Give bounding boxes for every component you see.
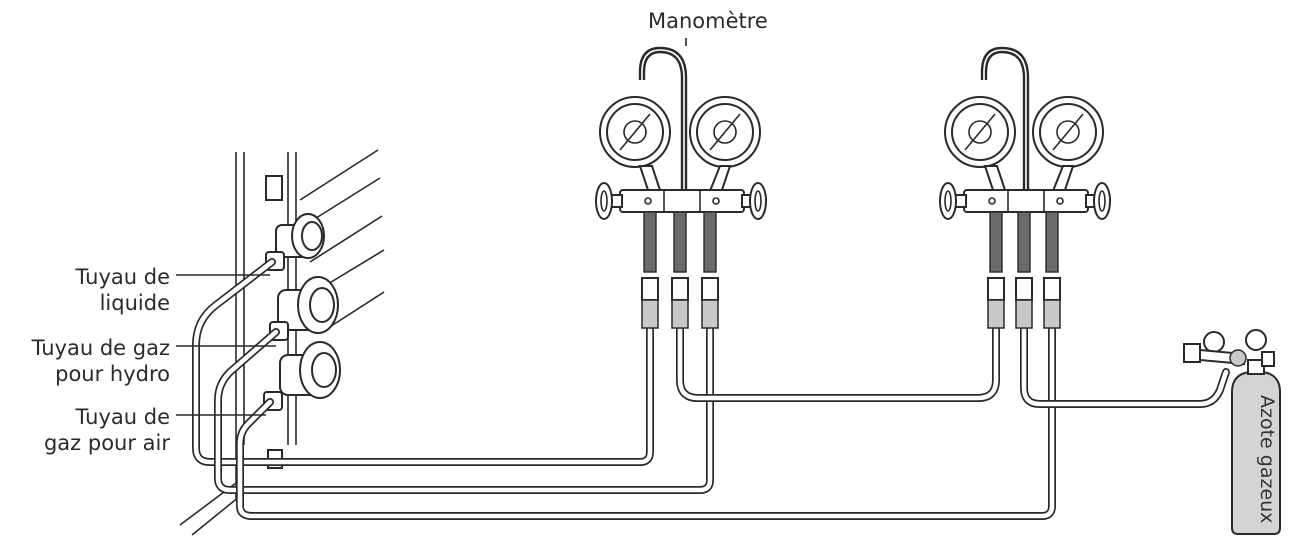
service-valve-gas-hydro <box>269 276 339 341</box>
nitrogen-cylinder <box>1183 329 1281 535</box>
manifold-gauge-1 <box>595 46 767 329</box>
pipe-gauge2-to-nitrogen <box>1020 326 1230 408</box>
gas-pipe-air-label-line1: Tuyau de <box>75 405 170 429</box>
service-valve-gas-air <box>263 341 341 411</box>
gas-pipe-hydro-label: Tuyau de gaz pour hydro <box>32 335 170 387</box>
nitrogen-gas-label: Azote gazeux <box>1256 395 1278 524</box>
liquid-pipe-label-line1: Tuyau de <box>75 265 170 289</box>
manifold-gauge-2 <box>939 46 1111 329</box>
gas-pipe-air-label: Tuyau de gaz pour air <box>44 404 170 456</box>
gas-pipe-hydro-label-line1: Tuyau de gaz <box>31 336 170 360</box>
liquid-pipe-label: Tuyau de liquide <box>76 264 170 316</box>
pipe-gas-air-to-gauge2 <box>236 326 1056 520</box>
pipe-liquid-to-gauge1 <box>192 258 654 466</box>
service-valve-liquid <box>265 213 325 271</box>
gas-pipe-hydro-label-line2: pour hydro <box>55 362 170 386</box>
pipe-gauge1-to-gauge2 <box>676 326 1000 402</box>
gas-pipe-air-label-line2: gaz pour air <box>43 431 170 455</box>
outdoor-unit-frame <box>179 149 385 536</box>
manometer-label: Manomètre <box>648 9 768 33</box>
pipe-gas-hydro-to-gauge1 <box>214 326 714 494</box>
liquid-pipe-label-line2: liquide <box>99 291 170 315</box>
